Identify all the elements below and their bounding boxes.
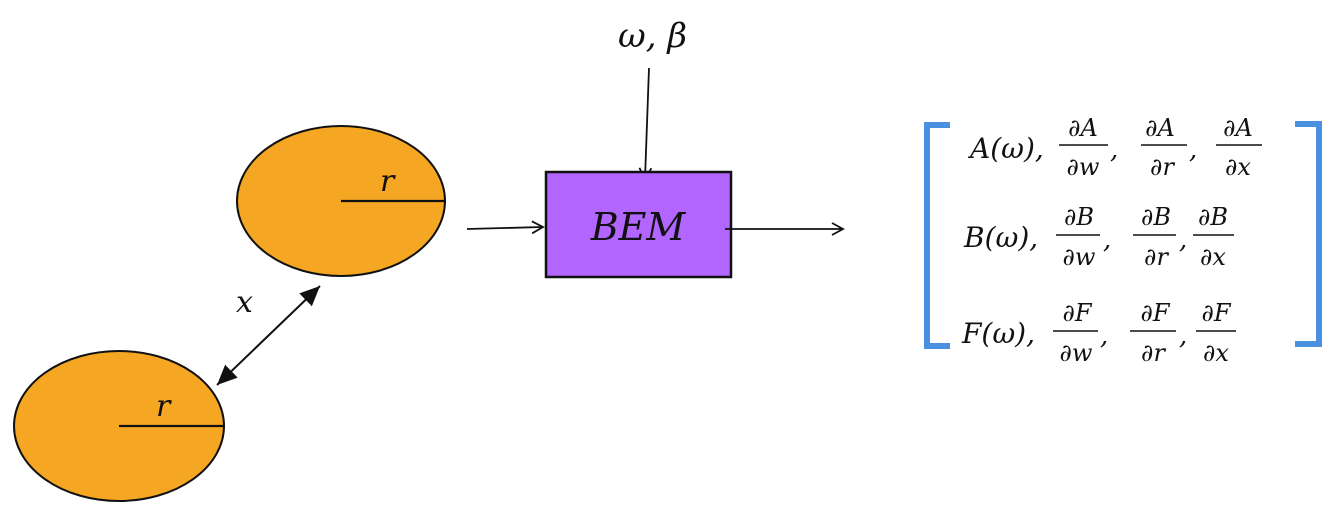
deriv-numerator: ∂F: [1201, 299, 1231, 327]
input-arrow-bodies-to-bem: [466, 220, 545, 235]
upper-body: r: [236, 125, 446, 277]
deriv-denominator: ∂r: [1150, 153, 1175, 181]
deriv-denominator: ∂x: [1200, 243, 1226, 271]
lower-body-radius-label: r: [156, 389, 172, 424]
row-a-deriv-w: ∂A ∂w ,: [1059, 114, 1118, 181]
distance-arrow: [216, 285, 321, 386]
bem-label: BEM: [590, 205, 687, 249]
row-b-lead: B(ω),: [963, 221, 1038, 254]
deriv-numerator: ∂B: [1064, 203, 1094, 231]
comma: ,: [1189, 135, 1197, 165]
deriv-numerator: ∂A: [1145, 114, 1175, 142]
deriv-numerator: ∂F: [1140, 299, 1170, 327]
output-matrix: A(ω), ∂A ∂w , ∂A ∂r , ∂A ∂x B(ω),: [961, 114, 1262, 367]
matrix-row-a: A(ω), ∂A ∂w , ∂A ∂r , ∂A ∂x: [967, 114, 1262, 181]
deriv-numerator: ∂A: [1068, 114, 1098, 142]
row-f-deriv-w: ∂F ∂w ,: [1053, 299, 1108, 367]
deriv-numerator: ∂A: [1223, 114, 1253, 142]
comma: ,: [1103, 225, 1111, 255]
deriv-numerator: ∂B: [1141, 203, 1171, 231]
left-bracket: [924, 122, 950, 349]
row-f-deriv-x: ∂F ∂x: [1196, 299, 1236, 367]
comma: ,: [1100, 321, 1108, 351]
deriv-numerator: ∂F: [1062, 299, 1092, 327]
bem-box: [544, 170, 733, 279]
deriv-denominator: ∂x: [1225, 153, 1251, 181]
deriv-denominator: ∂w: [1067, 153, 1100, 181]
row-f-deriv-r: ∂F ∂r ,: [1130, 299, 1187, 367]
deriv-denominator: ∂w: [1060, 339, 1093, 367]
row-b-deriv-x: ∂B ∂x: [1193, 203, 1234, 271]
matrix-row-b: B(ω), ∂B ∂w , ∂B ∂r , ∂B ∂x: [963, 203, 1234, 271]
comma: ,: [1179, 321, 1187, 351]
comma: ,: [1179, 225, 1187, 255]
bem-block: BEM: [544, 170, 733, 279]
comma: ,: [1110, 135, 1118, 165]
row-a-deriv-x: ∂A ∂x: [1216, 114, 1262, 181]
row-f-lead: F(ω),: [961, 317, 1035, 350]
parameters-arrow: [638, 67, 653, 181]
row-b-deriv-r: ∂B ∂r ,: [1133, 203, 1187, 271]
matrix-row-f: F(ω), ∂F ∂w , ∂F ∂r , ∂F ∂x: [961, 299, 1236, 367]
row-b-deriv-w: ∂B ∂w ,: [1056, 203, 1111, 271]
deriv-denominator: ∂r: [1141, 339, 1166, 367]
row-a-deriv-r: ∂A ∂r ,: [1141, 114, 1197, 181]
lower-body: r: [13, 350, 225, 502]
deriv-denominator: ∂w: [1063, 243, 1096, 271]
row-a-lead: A(ω),: [967, 132, 1044, 165]
parameters-label: ω, β: [618, 16, 687, 56]
deriv-denominator: ∂x: [1203, 339, 1229, 367]
deriv-denominator: ∂r: [1144, 243, 1169, 271]
right-bracket: [1295, 121, 1322, 347]
distance-label: x: [236, 285, 253, 320]
deriv-numerator: ∂B: [1198, 203, 1228, 231]
upper-body-radius-label: r: [380, 164, 396, 199]
